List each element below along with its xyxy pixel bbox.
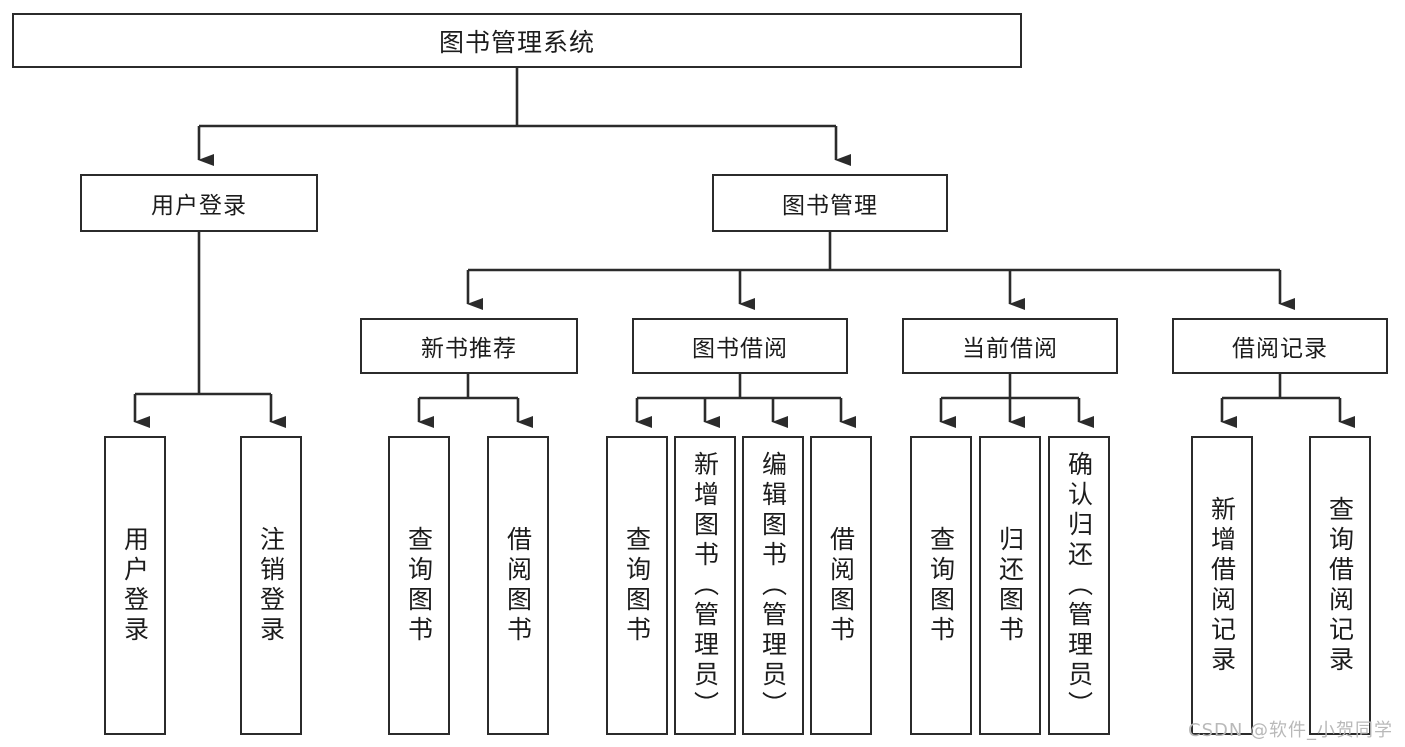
leaf-borrow-books-borrow[interactable]: 借阅图书: [810, 436, 872, 735]
leaf-confirm-return-admin[interactable]: 确认归还（管理员）: [1048, 436, 1110, 735]
leaf-query-books-borrow-label: 查询图书: [622, 525, 652, 646]
node-new-book-recommend[interactable]: 新书推荐: [360, 318, 578, 374]
node-book-borrow[interactable]: 图书借阅: [632, 318, 848, 374]
node-book-management[interactable]: 图书管理: [712, 174, 948, 232]
node-root[interactable]: 图书管理系统: [12, 13, 1022, 68]
csdn-watermark: CSDN @软件_小贺同学: [1188, 720, 1394, 741]
leaf-confirm-return-admin-label: 确认归还（管理员）: [1064, 450, 1094, 721]
leaf-query-borrow-record[interactable]: 查询借阅记录: [1309, 436, 1371, 735]
leaf-user-login-label: 用户登录: [120, 525, 150, 646]
leaf-logout-label: 注销登录: [256, 525, 286, 646]
leaf-borrow-books-recommend[interactable]: 借阅图书: [487, 436, 549, 735]
node-root-label: 图书管理系统: [438, 27, 595, 57]
node-current-borrow-label: 当前借阅: [962, 336, 1058, 362]
leaf-query-books-borrow[interactable]: 查询图书: [606, 436, 668, 735]
leaf-return-books[interactable]: 归还图书: [979, 436, 1041, 735]
leaf-add-borrow-record[interactable]: 新增借阅记录: [1191, 436, 1253, 735]
leaf-add-book-admin-label: 新增图书（管理员）: [690, 450, 720, 721]
node-book-borrow-label: 图书借阅: [692, 336, 788, 362]
leaf-edit-book-admin[interactable]: 编辑图书（管理员）: [742, 436, 804, 735]
node-borrow-records[interactable]: 借阅记录: [1172, 318, 1388, 374]
leaf-user-login[interactable]: 用户登录: [104, 436, 166, 735]
node-book-management-label: 图书管理: [782, 193, 878, 219]
node-borrow-records-label: 借阅记录: [1232, 336, 1328, 362]
leaf-logout[interactable]: 注销登录: [240, 436, 302, 735]
node-user-login[interactable]: 用户登录: [80, 174, 318, 232]
leaf-add-book-admin[interactable]: 新增图书（管理员）: [674, 436, 736, 735]
leaf-edit-book-admin-label: 编辑图书（管理员）: [758, 450, 788, 721]
leaf-return-books-label: 归还图书: [995, 525, 1025, 646]
leaf-query-books-current[interactable]: 查询图书: [910, 436, 972, 735]
node-user-login-label: 用户登录: [151, 193, 247, 219]
node-current-borrow[interactable]: 当前借阅: [902, 318, 1118, 374]
leaf-query-books-current-label: 查询图书: [926, 525, 956, 646]
leaf-borrow-books-borrow-label: 借阅图书: [826, 525, 856, 646]
leaf-add-borrow-record-label: 新增借阅记录: [1207, 495, 1237, 676]
leaf-borrow-books-recommend-label: 借阅图书: [503, 525, 533, 646]
leaf-query-books-recommend-label: 查询图书: [404, 525, 434, 646]
leaf-query-borrow-record-label: 查询借阅记录: [1325, 495, 1355, 676]
leaf-query-books-recommend[interactable]: 查询图书: [388, 436, 450, 735]
node-new-book-recommend-label: 新书推荐: [421, 336, 517, 362]
